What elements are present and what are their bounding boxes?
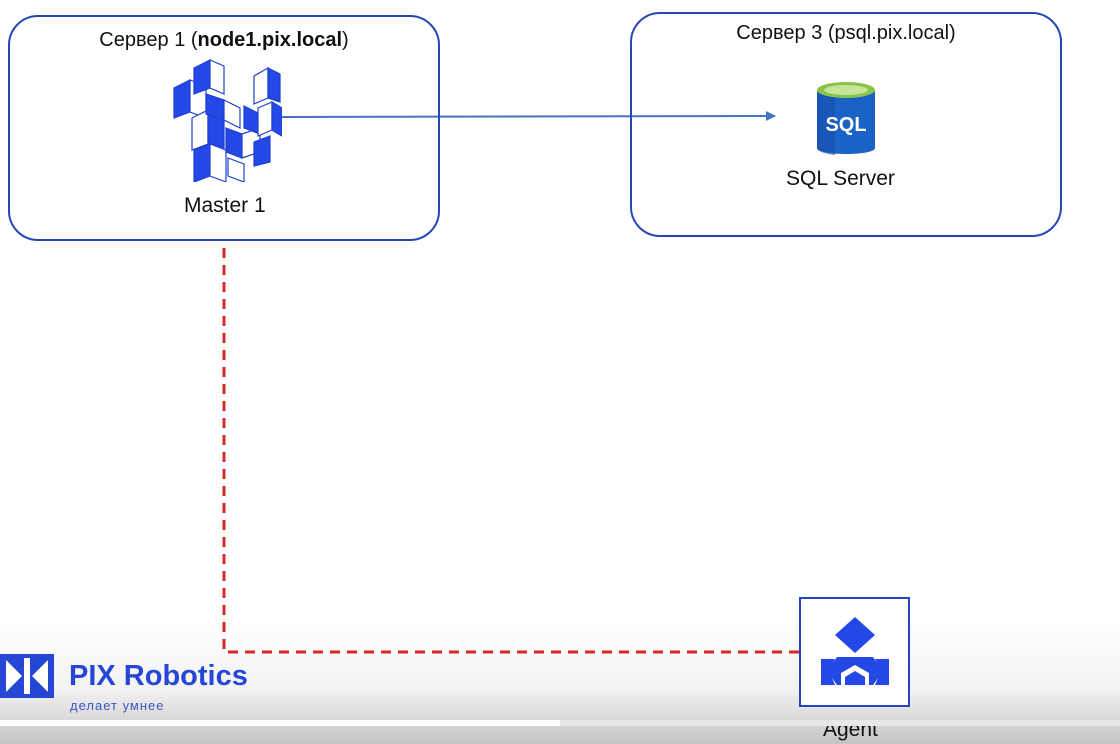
video-buffer-bar	[0, 720, 1120, 726]
master-to-sql-arrow	[281, 111, 776, 122]
sql-database-icon: SQL	[817, 82, 875, 155]
agent-icon	[821, 617, 889, 685]
logo-tagline: делает умнее	[70, 698, 165, 713]
logo-name: PIX Robotics	[69, 660, 248, 692]
agent-box	[799, 597, 910, 707]
server-1-host: node1.pix.local	[197, 29, 343, 51]
server-3-title: Сервер 3 (psql.pix.local)	[736, 22, 956, 44]
master-to-agent-dashed-link	[222, 248, 799, 654]
server-1-title-prefix: Сервер 1 (	[99, 29, 198, 51]
server-3-box: Сервер 3 (psql.pix.local)	[630, 12, 1062, 237]
server-1-title-suffix: )	[342, 29, 349, 51]
sql-icon-text: SQL	[825, 114, 866, 136]
pix-robotics-logo-icon	[0, 654, 54, 698]
master-label: Master 1	[184, 194, 266, 217]
video-progress-bar[interactable]	[0, 720, 1120, 726]
sql-server-label: SQL Server	[786, 167, 895, 190]
video-progress-fill	[0, 720, 560, 726]
server-1-title: Сервер 1 (node1.pix.local)	[10, 29, 438, 52]
server-1-box: Сервер 1 (node1.pix.local)	[8, 15, 440, 241]
pix-master-icon	[173, 59, 282, 182]
